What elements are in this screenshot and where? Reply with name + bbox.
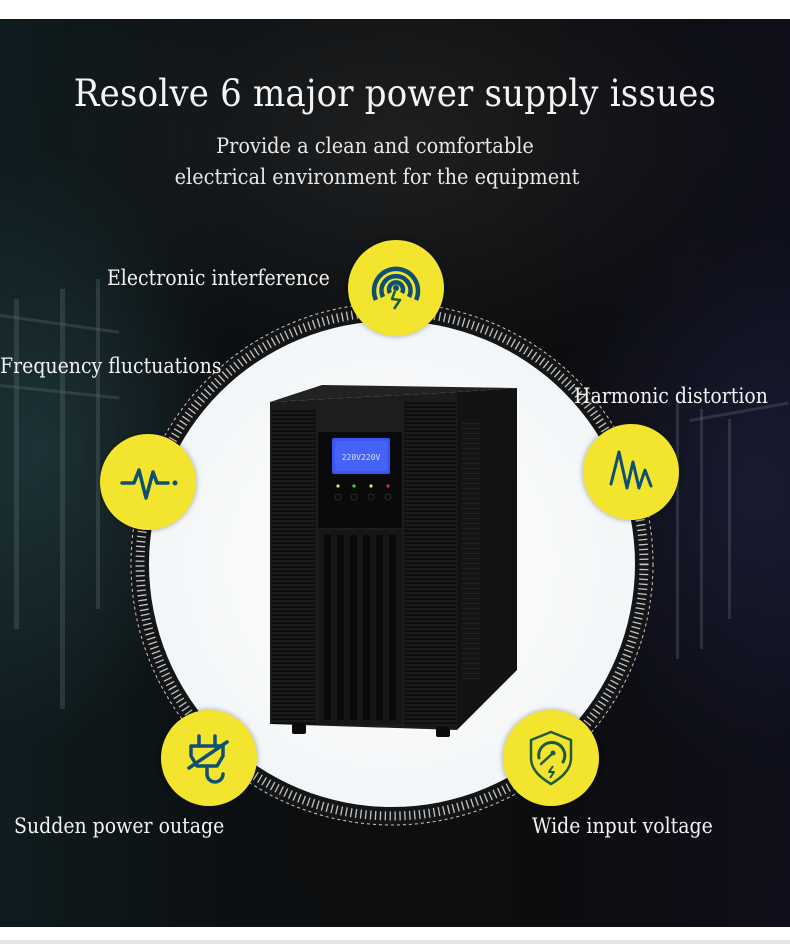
issue-label-wide-input-voltage: Wide input voltage [532, 814, 713, 838]
lcd-reading: 220V220V [342, 453, 381, 462]
issue-label-harmonic-distortion: Harmonic distortion [574, 384, 768, 408]
issue-label-sudden-power-outage: Sudden power outage [14, 814, 225, 838]
signal-bolt-icon [371, 266, 421, 310]
bg-rack-strip [728, 419, 731, 619]
shield-gauge-icon [529, 730, 573, 786]
issue-badge-harmonic-distortion [583, 424, 679, 520]
harmonic-wave-icon [609, 450, 653, 490]
bg-rack-strip [700, 409, 703, 649]
bg-rack-strip [96, 279, 100, 609]
pulse-wave-icon [120, 468, 178, 500]
issue-badge-frequency-fluctuations [100, 434, 196, 530]
issue-label-frequency-fluctuations: Frequency fluctuations [0, 354, 222, 378]
bottom-divider [0, 940, 790, 944]
ups-product-image: 220V220V [270, 385, 517, 737]
issue-badge-electronic-interference [348, 240, 444, 336]
issue-badge-sudden-power-outage [161, 710, 257, 806]
bg-rack-strip [14, 299, 19, 629]
subtitle-line-1: Provide a clean and comfortable [216, 134, 534, 158]
issue-badge-wide-input-voltage [503, 710, 599, 806]
page-title: Resolve 6 major power supply issues [73, 72, 717, 115]
bg-rack-strip [676, 399, 679, 659]
subtitle-line-2: electrical environment for the equipment [174, 165, 580, 189]
issue-label-electronic-interference: Electronic interference [107, 266, 330, 290]
unplugged-icon [187, 734, 229, 784]
bg-rack-strip [60, 289, 65, 709]
